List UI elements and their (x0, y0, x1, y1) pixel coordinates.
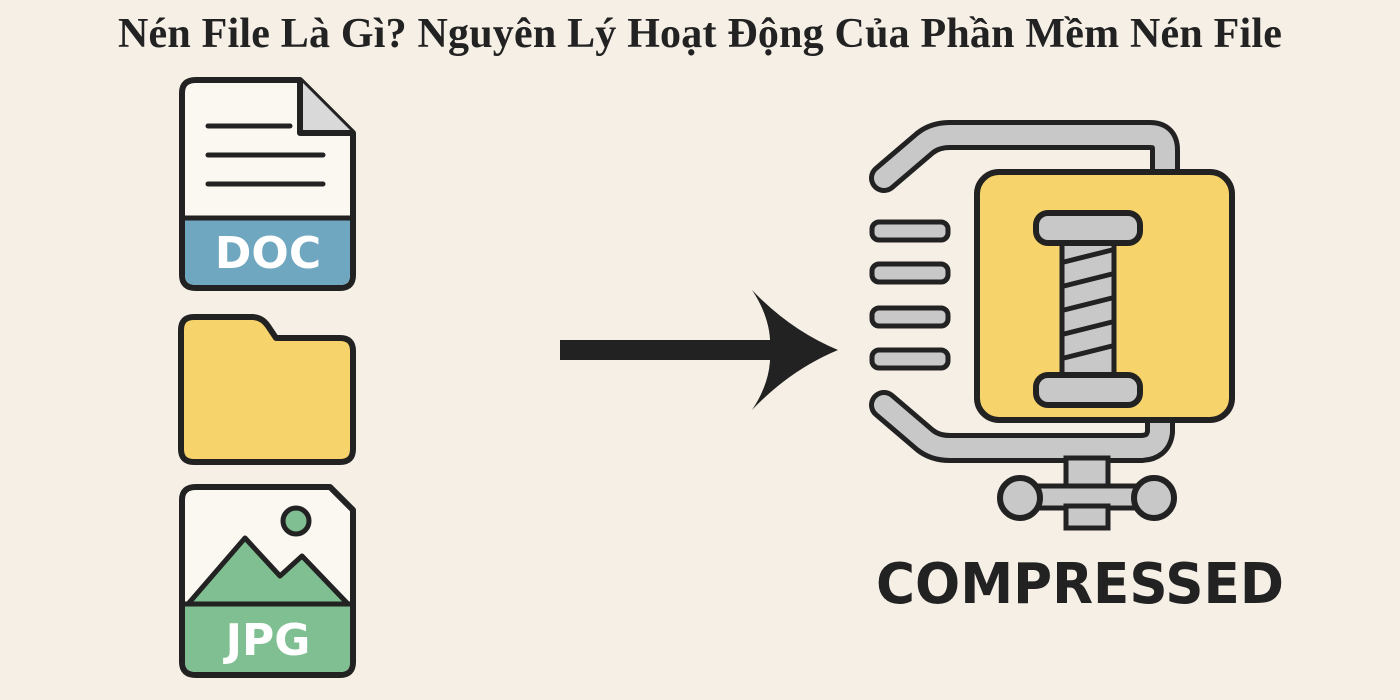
speed-lines (869, 219, 951, 371)
doc-file-icon: DOC (179, 77, 356, 291)
jpg-file-icon: JPG (179, 484, 356, 678)
jpg-label: JPG (223, 615, 311, 666)
folder-icon (178, 314, 356, 465)
compressed-label: COMPRESSED (876, 552, 1284, 617)
arrow-right-icon (560, 290, 838, 410)
clamp-icon (869, 120, 1235, 531)
page-title: Nén File Là Gì? Nguyên Lý Hoạt Động Của … (117, 11, 1283, 57)
doc-label: DOC (215, 228, 321, 279)
sun-icon (280, 505, 312, 537)
